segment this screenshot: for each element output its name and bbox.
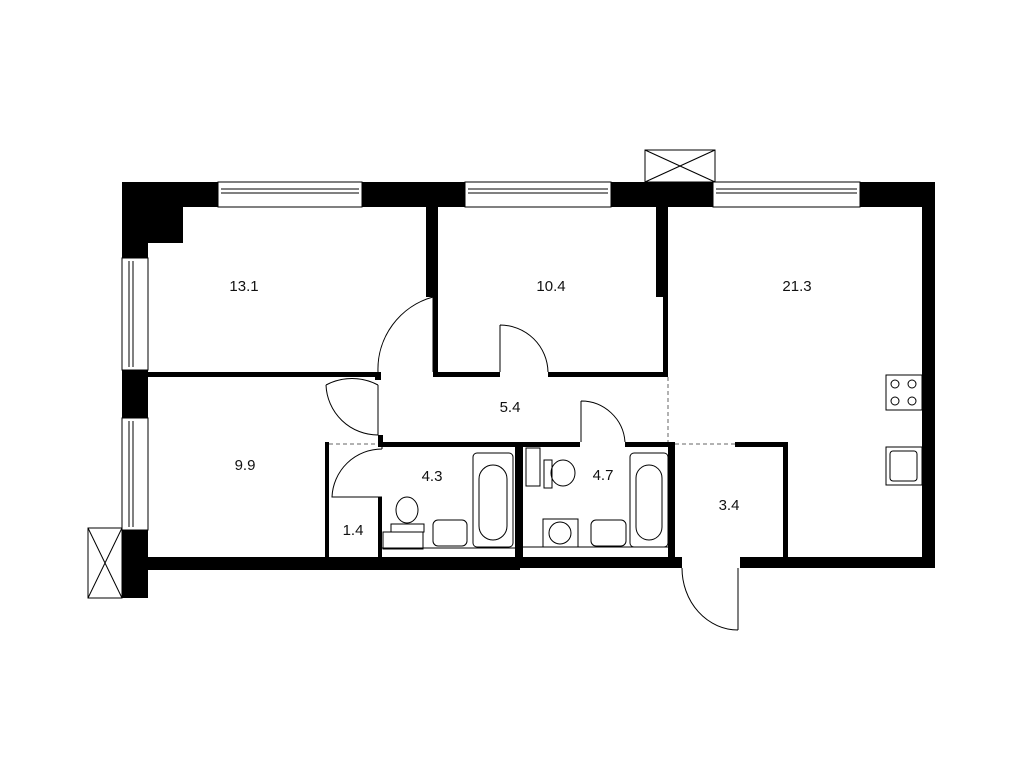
- door: [325, 378, 379, 436]
- window: [217, 181, 363, 208]
- toilet-icon: [550, 459, 576, 487]
- kitchen-fixtures: [885, 374, 923, 486]
- room-area-label: 1.4: [343, 522, 364, 539]
- room-area-label: 21.3: [782, 278, 811, 295]
- room-area-label: 3.4: [719, 497, 740, 514]
- washing-machine-icon: [382, 531, 424, 550]
- kitchen-sink-icon: [885, 446, 923, 486]
- window: [712, 181, 861, 208]
- stove-icon: [885, 374, 923, 411]
- bathtub-icon: [472, 452, 514, 548]
- room-area-label: 4.3: [422, 468, 443, 485]
- room-area-label: 5.4: [500, 399, 521, 416]
- room-area-label: 13.1: [229, 278, 258, 295]
- door: [377, 296, 434, 373]
- room-area-label: 4.7: [593, 467, 614, 484]
- door: [331, 447, 383, 498]
- entry-door: [681, 567, 739, 631]
- window: [121, 257, 149, 371]
- boiler-icon: [542, 518, 579, 548]
- sink-icon: [590, 519, 627, 547]
- walls: [122, 182, 935, 598]
- doors: [325, 296, 739, 631]
- window: [121, 417, 149, 531]
- towel-rail-icon: [525, 447, 541, 487]
- door: [580, 400, 626, 443]
- sink-icon: [432, 519, 468, 547]
- toilet-icon: [395, 496, 419, 524]
- room-area-label: 10.4: [536, 278, 565, 295]
- windows: [121, 181, 861, 531]
- room-area-label: 9.9: [235, 457, 256, 474]
- bathroom-fixtures: [382, 447, 669, 550]
- room-labels: 13.1 10.4 21.3 5.4 9.9 4.3 4.7 3.4 1.4: [229, 278, 811, 539]
- window: [464, 181, 612, 208]
- door: [499, 324, 549, 373]
